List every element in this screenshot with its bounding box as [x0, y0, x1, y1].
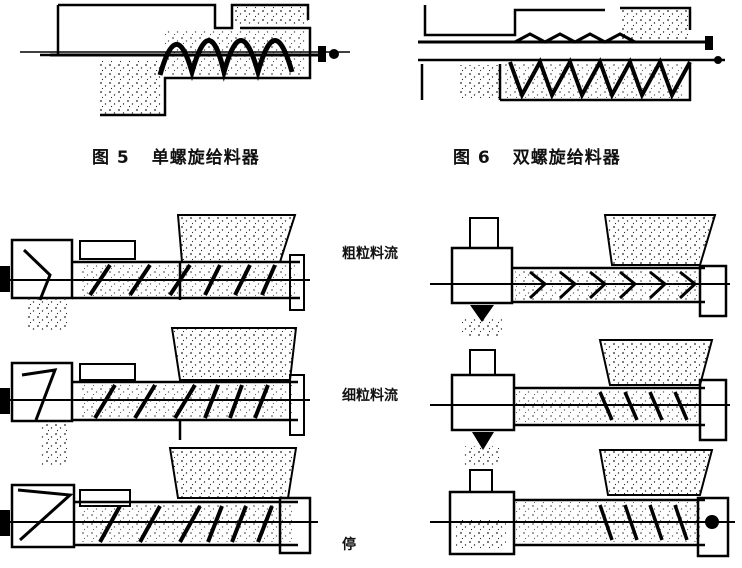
- fig6-double-screw-feeder: [418, 5, 725, 102]
- left-feeder-fine-flow: [0, 327, 310, 465]
- fig5-single-screw-feeder: [20, 3, 350, 117]
- fig6-number: 图 6: [453, 148, 491, 168]
- fig6-caption: 图 6 双螺旋给料器: [453, 143, 621, 168]
- fig5-caption: 图 5 单螺旋给料器: [92, 143, 260, 168]
- fig5-title: 单螺旋给料器: [151, 148, 260, 168]
- left-feeder-stopped: [0, 447, 318, 555]
- right-feeder-fine-flow: [430, 339, 730, 466]
- fig5-number: 图 5: [92, 148, 130, 168]
- fig6-title: 双螺旋给料器: [512, 148, 621, 168]
- coarse-flow-label: 粗粒料流: [342, 246, 398, 262]
- right-feeder-stopped: [430, 449, 735, 558]
- right-feeder-coarse-flow: [430, 214, 730, 336]
- left-feeder-coarse-flow: [0, 214, 310, 330]
- fine-flow-label: 细粒料流: [342, 388, 398, 404]
- stop-label: 停: [342, 537, 356, 553]
